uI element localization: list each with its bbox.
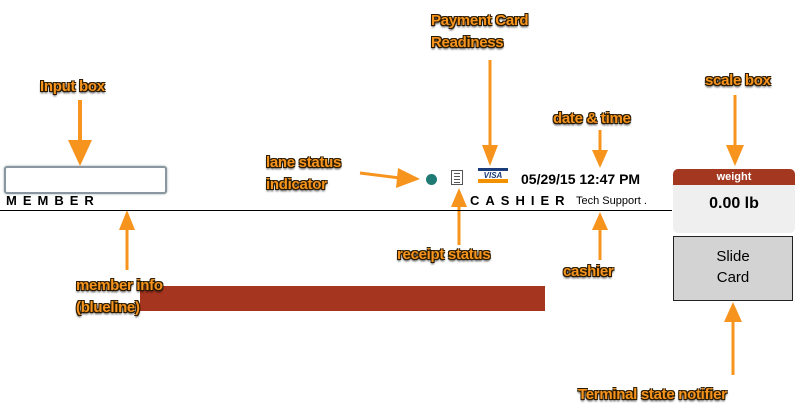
- arrow-lane-status: [359, 171, 401, 180]
- terminal-state-line1: Slide: [716, 248, 750, 265]
- member-input[interactable]: [4, 166, 167, 194]
- callout-receipt-status: receipt status: [397, 246, 491, 263]
- callout-lane-status-2: indicator: [266, 176, 327, 193]
- callout-payment-card-2: Readiness: [431, 34, 504, 51]
- cashier-name: Tech Support .: [576, 195, 647, 207]
- scale-box: weight 0.00 lb: [673, 169, 795, 233]
- scale-weight: 0.00 lb: [709, 195, 759, 212]
- member-info-bar: [140, 286, 545, 311]
- member-blueline-divider: [0, 210, 672, 211]
- card-brand-text: VISA: [483, 171, 503, 180]
- date-time: 05/29/15 12:47 PM: [521, 171, 641, 187]
- receipt-icon: [451, 170, 463, 185]
- terminal-state-line2: Card: [716, 269, 750, 286]
- scale-header: weight: [673, 169, 795, 185]
- callout-cashier: cashier: [563, 263, 614, 280]
- callout-member-info-1: member info: [76, 277, 163, 294]
- cashier-label: CASHIER: [470, 193, 571, 208]
- lane-status-icon: [426, 174, 437, 185]
- callout-date-time: date & time: [553, 110, 631, 127]
- member-label: MEMBER: [6, 193, 100, 208]
- callout-terminal-state: Terminal state notifier: [578, 386, 727, 403]
- callout-scale-box: scale box: [705, 72, 771, 89]
- visa-card-icon: VISA: [478, 168, 508, 184]
- callout-payment-card-1: Payment Card: [431, 12, 529, 29]
- callout-member-info-2: (blueline): [76, 299, 140, 316]
- callout-input-box: Input box: [40, 78, 105, 95]
- terminal-state-notifier[interactable]: Slide Card: [673, 236, 793, 301]
- callout-lane-status-1: lane status: [266, 154, 342, 171]
